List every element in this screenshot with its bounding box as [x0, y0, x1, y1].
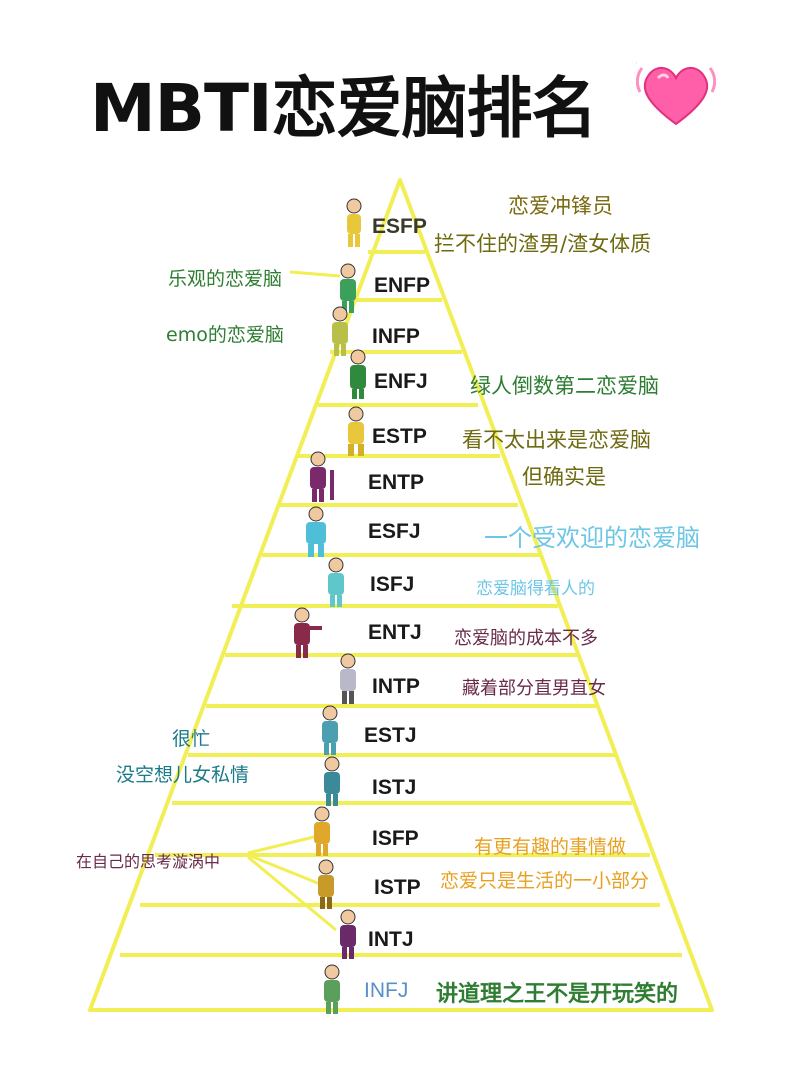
pointer-line — [247, 834, 319, 855]
tier-istp: ISTP — [374, 876, 421, 899]
pyramid-outline — [88, 178, 714, 1012]
tier-isfj: ISFJ — [370, 573, 415, 596]
figure-infj — [318, 963, 346, 1020]
figure-istj — [318, 755, 346, 812]
figure-istp — [312, 858, 340, 915]
tier-estp: ESTP — [372, 425, 427, 448]
figure-estj — [316, 704, 344, 761]
figure-esfj — [298, 505, 332, 564]
note-isfp-istp-2: 恋爱只是生活的一小部分 — [440, 870, 650, 892]
tier-entp: ENTP — [368, 471, 425, 494]
figure-entp — [304, 450, 338, 509]
figure-esfp — [340, 197, 368, 254]
note-isfp-istp-1: 有更有趣的事情做 — [474, 836, 627, 858]
note-isfj: 恋爱脑得看人的 — [476, 579, 595, 599]
pointer-line — [289, 270, 341, 278]
tier-enfp: ENFP — [374, 274, 431, 297]
pointer-line — [247, 855, 337, 932]
note-infj: 讲道理之王不是开玩笑的 — [436, 982, 679, 1007]
tier-intj: INTJ — [368, 928, 414, 951]
tier-enfj: ENFJ — [374, 370, 428, 393]
figure-isfj — [322, 556, 350, 613]
figure-entj — [288, 606, 324, 665]
note-estp-1: 看不太出来是恋爱脑 — [462, 428, 651, 452]
tier-isfp: ISFP — [372, 827, 419, 850]
note-estp-2: 但确实是 — [522, 465, 606, 489]
note-esfp-1: 恋爱冲锋员 — [508, 194, 613, 218]
figure-infp — [326, 305, 354, 362]
note-esfj: 一个受欢迎的恋爱脑 — [484, 524, 700, 552]
figure-isfp — [308, 805, 336, 862]
figure-estp — [342, 405, 370, 462]
note-esfp-2: 拦不住的渣男/渣女体质 — [434, 232, 652, 256]
note-infp: emo的恋爱脑 — [166, 324, 284, 346]
note-introvert: 在自己的思考漩涡中 — [76, 852, 221, 871]
tier-infp: INFP — [372, 325, 420, 348]
note-intp: 藏着部分直男直女 — [462, 678, 606, 699]
note-st-2: 没空想儿女私情 — [116, 764, 250, 786]
tier-estj: ESTJ — [364, 724, 417, 747]
tier-infj: INFJ — [364, 979, 409, 1002]
note-enfj: 绿人倒数第二恋爱脑 — [470, 374, 659, 398]
tier-esfp: ESFP — [372, 215, 427, 238]
figure-enfj — [344, 348, 372, 405]
tier-istj: ISTJ — [372, 776, 417, 799]
note-enfp: 乐观的恋爱脑 — [168, 268, 283, 290]
tier-intp: INTP — [372, 675, 420, 698]
heart-icon — [636, 62, 716, 126]
pointer-line — [247, 853, 321, 886]
figure-intp — [334, 652, 362, 711]
note-entj: 恋爱脑的成本不多 — [454, 628, 598, 649]
figure-enfp — [334, 262, 362, 319]
figure-intj — [334, 908, 362, 965]
note-st-1: 很忙 — [172, 728, 211, 750]
tier-entj: ENTJ — [368, 621, 422, 644]
tier-esfj: ESFJ — [368, 520, 421, 543]
page-title: MBTI恋爱脑排名 — [90, 70, 598, 147]
